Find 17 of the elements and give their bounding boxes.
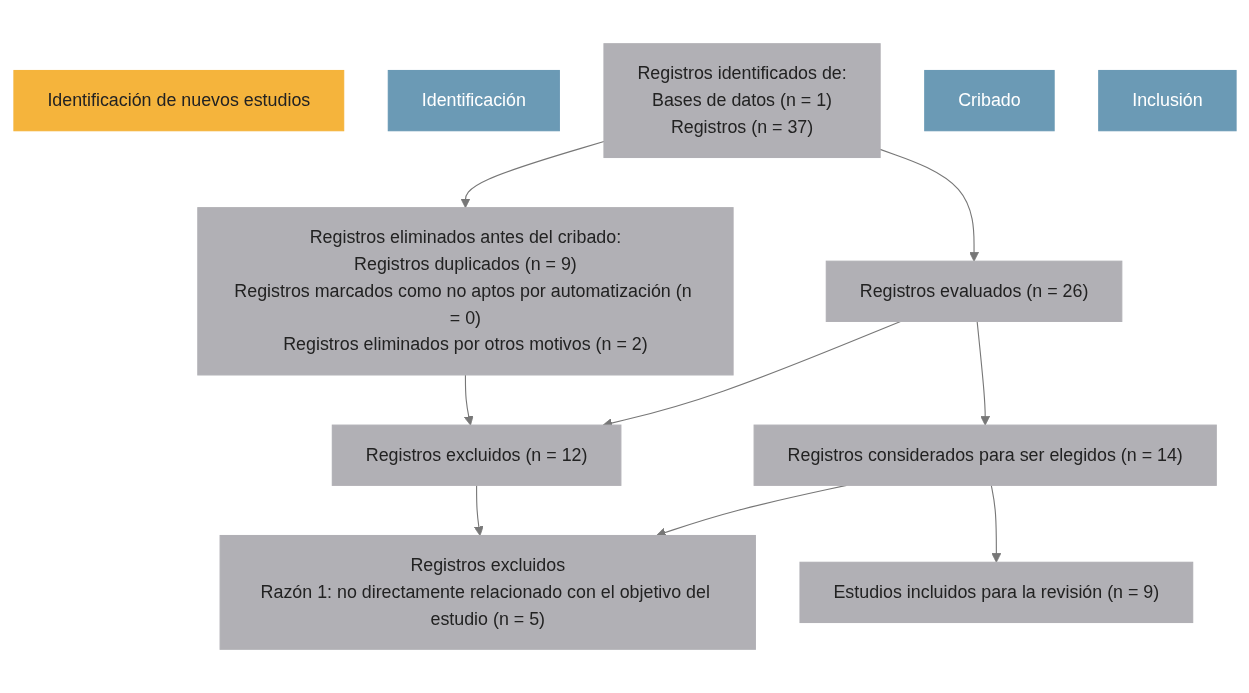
arrow (879, 148, 979, 262)
arrow (473, 484, 484, 536)
arrow (976, 320, 990, 426)
node-box: Registros excluidos Razón 1: no directamente relacionado con el objetivo del estudio (n = 5) (219, 534, 756, 650)
node-box: Estudios incluidos para la revisión (n = 9) (798, 561, 1193, 624)
node-box: Inclusión (1097, 69, 1237, 132)
node-box: Identificación (387, 69, 560, 132)
node-box: Registros eliminados antes del cribado: Registros duplicados (n = 9) Registros marcados como no aptos por automatización (n = 0) Registros eliminados por otros motivos (n = 2) (196, 207, 734, 376)
arrow (463, 374, 474, 426)
node-box: Registros excluidos (n = 12) (331, 424, 621, 486)
node-box: Registros considerados para ser elegidos (n = 14) (753, 424, 1217, 486)
arrow (460, 140, 604, 209)
node-box: Registros identificados de: Bases de datos (n = 1) Registros (n = 37) (602, 43, 881, 159)
node-box: Identificación de nuevos estudios (12, 69, 344, 132)
arrow (990, 484, 1001, 563)
node-box: Registros evaluados (n = 26) (825, 260, 1122, 322)
node-box: Cribado (923, 69, 1055, 132)
